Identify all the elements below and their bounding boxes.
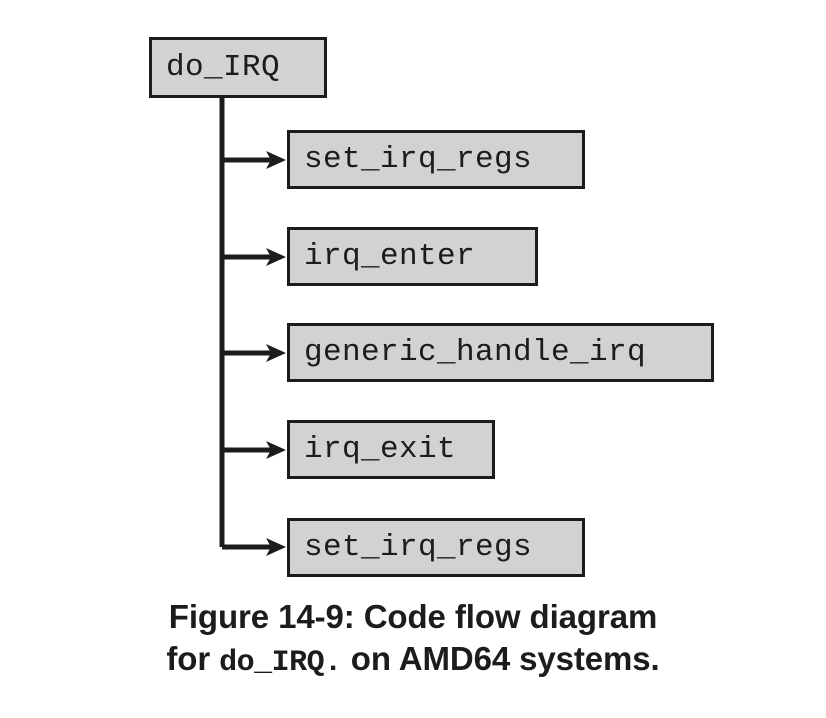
node-irq-enter[interactable]: irq_enter [287, 227, 544, 292]
arrowhead-1 [266, 151, 286, 169]
connector-layer [219, 95, 286, 556]
arrowhead-5 [266, 538, 286, 556]
node-set-irq-regs-2-label: set_irq_regs [304, 530, 533, 565]
node-set-irq-regs-2[interactable]: set_irq_regs [287, 518, 591, 583]
figure-caption-prefix: for [166, 640, 220, 678]
node-generic-handle-irq[interactable]: generic_handle_irq [287, 323, 720, 388]
node-set-irq-regs-1[interactable]: set_irq_regs [287, 130, 591, 195]
node-generic-handle-irq-label: generic_handle_irq [304, 335, 647, 370]
arrowhead-3 [266, 344, 286, 362]
arrowhead-2 [266, 248, 286, 266]
figure-caption-suffix: on AMD64 systems. [341, 640, 660, 678]
figure-caption-code: do_IRQ. [219, 646, 342, 681]
figure-caption-line-1: Figure 14-9: Code flow diagram [168, 598, 658, 635]
node-set-irq-regs-1-label: set_irq_regs [304, 142, 533, 177]
node-irq-exit-label: irq_exit [304, 432, 457, 467]
arrowhead-4 [266, 441, 286, 459]
node-do-irq[interactable]: do_IRQ [149, 37, 333, 104]
node-irq-exit[interactable]: irq_exit [287, 420, 501, 485]
code-flow-diagram: do_IRQ set_irq_regs irq_enter generic_ha… [149, 37, 720, 583]
figure-caption: Figure 14-9: Code flow diagram for do_IR… [0, 596, 826, 683]
figure-caption-line-2: for do_IRQ. on AMD64 systems. [0, 638, 826, 682]
node-irq-enter-label: irq_enter [304, 239, 476, 274]
node-do-irq-label: do_IRQ [166, 50, 281, 85]
